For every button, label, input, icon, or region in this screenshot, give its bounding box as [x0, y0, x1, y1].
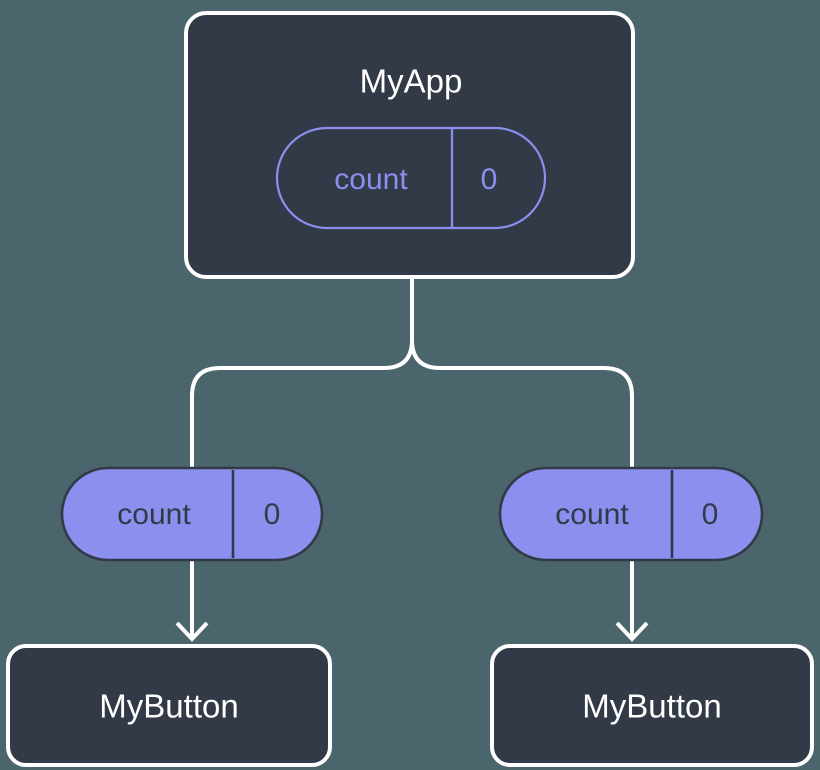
myapp-box-border — [184, 11, 635, 279]
left-state-value: 0 — [264, 498, 281, 531]
fork-connector-right — [410, 339, 634, 470]
mybutton-left-label: MyButton — [99, 688, 238, 725]
node-mybutton-left[interactable]: MyButton — [6, 644, 332, 767]
mybutton-right-box-border — [490, 644, 814, 767]
connector-group — [175, 277, 649, 642]
props-down-right-arrow-head — [615, 621, 649, 642]
left-state-key: count — [117, 498, 191, 531]
left-state-pill-shape — [60, 466, 324, 562]
myapp-state-pill-shape — [275, 126, 547, 230]
myapp-label: MyApp — [360, 63, 463, 100]
node-myapp[interactable]: MyApp count 0 — [184, 11, 635, 279]
myapp-box-fill — [186, 13, 633, 277]
mybutton-left-box-fill — [8, 646, 330, 765]
node-mybutton-right[interactable]: MyButton — [490, 644, 814, 767]
mybutton-left-box-border — [6, 644, 332, 767]
myapp-state-pill[interactable]: count 0 — [275, 126, 547, 230]
right-state-key: count — [555, 498, 629, 531]
left-state-pill[interactable]: count 0 — [60, 466, 324, 562]
props-down-left-arrow-head — [175, 621, 209, 642]
right-state-value: 0 — [702, 498, 719, 531]
fork-connector — [190, 277, 414, 470]
right-state-pill[interactable]: count 0 — [498, 466, 764, 562]
right-state-pill-shape — [498, 466, 764, 562]
mybutton-right-box-fill — [492, 646, 812, 765]
myapp-state-key: count — [334, 163, 408, 196]
myapp-state-value: 0 — [481, 163, 498, 196]
mybutton-right-label: MyButton — [582, 688, 721, 725]
